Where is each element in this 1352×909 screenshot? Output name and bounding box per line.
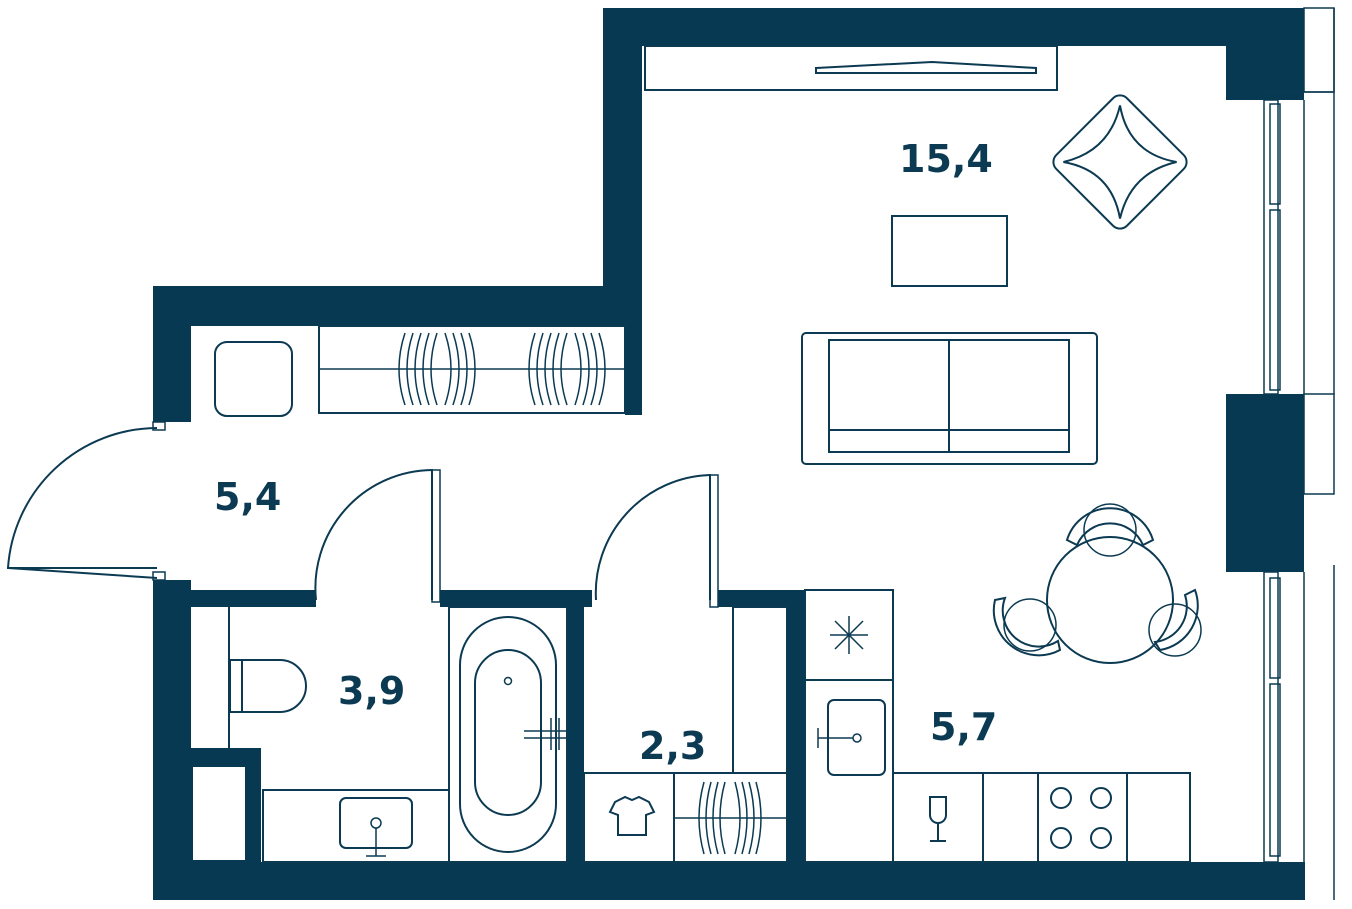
window-top-corner: [1303, 7, 1335, 93]
kitchen-sink-icon: [817, 699, 886, 776]
dining-table-icon: [992, 503, 1202, 664]
kitchen-counter: [892, 772, 1191, 863]
bathroom-fixtures: [228, 606, 568, 863]
tshirt-icon: [608, 795, 656, 836]
wall-hall-top: [153, 286, 642, 326]
window-right-top: [1263, 99, 1279, 395]
window-right-bottom: [1263, 571, 1279, 863]
bathtub-icon: [448, 606, 568, 863]
sofa-icon: [801, 332, 1098, 465]
ottoman-icon: [214, 341, 293, 417]
toilet-icon: [229, 659, 307, 713]
living-furniture: [644, 45, 1202, 664]
wall-right-pier: [1226, 394, 1304, 572]
wardrobe-room-fixtures: [583, 606, 788, 863]
fridge-icon: [830, 616, 868, 654]
wardrobe-shelf: [732, 606, 788, 774]
window-right-middle: [1303, 393, 1335, 495]
wall-kitchen-left: [787, 590, 805, 862]
bath-counter: [262, 789, 450, 863]
area-labels: 15,4 5,4 3,9 2,3 5,7: [214, 137, 997, 768]
windows: [1263, 7, 1335, 900]
stove-icon: [1050, 787, 1112, 849]
wall-lamp-icon: [815, 60, 1037, 74]
wardrobe-hangers-icon: [398, 332, 606, 406]
wall-wardrobe-top: [718, 590, 805, 607]
wall-bath-top-mid: [440, 590, 592, 607]
sink-icon: [339, 797, 413, 857]
kitchen-column: [804, 589, 894, 863]
coffee-table-icon: [891, 215, 1008, 287]
wall-bath-right: [567, 590, 584, 862]
wall-top-right: [603, 8, 642, 293]
doors: [6, 421, 719, 608]
door-wardrobe: [594, 473, 711, 601]
wall-left-bottom: [153, 580, 191, 900]
area-label-kitchen: 5,7: [930, 705, 997, 749]
top-shelf: [644, 45, 1058, 91]
wine-glass-icon: [929, 796, 947, 842]
walls: [153, 8, 1305, 900]
area-label-living: 15,4: [899, 137, 993, 181]
area-label-wardrobe: 2,3: [639, 724, 706, 768]
wall-storage-right: [625, 286, 642, 415]
wall-hall-left-top: [153, 286, 191, 422]
door-entrance: [6, 427, 158, 569]
wall-bath-top-left: [191, 590, 316, 607]
hall-furniture: [214, 325, 626, 417]
shaft-void: [193, 767, 245, 860]
door-bathroom: [314, 468, 433, 601]
armchair-icon: [1052, 94, 1188, 230]
wall-bottom: [153, 862, 1305, 900]
kitchen-fixtures: [804, 589, 1191, 863]
wardrobe-hangers-icon-2: [698, 781, 762, 855]
area-label-hall: 5,4: [214, 475, 281, 519]
area-label-bathroom: 3,9: [338, 669, 405, 713]
exterior-wall: [603, 8, 1304, 415]
